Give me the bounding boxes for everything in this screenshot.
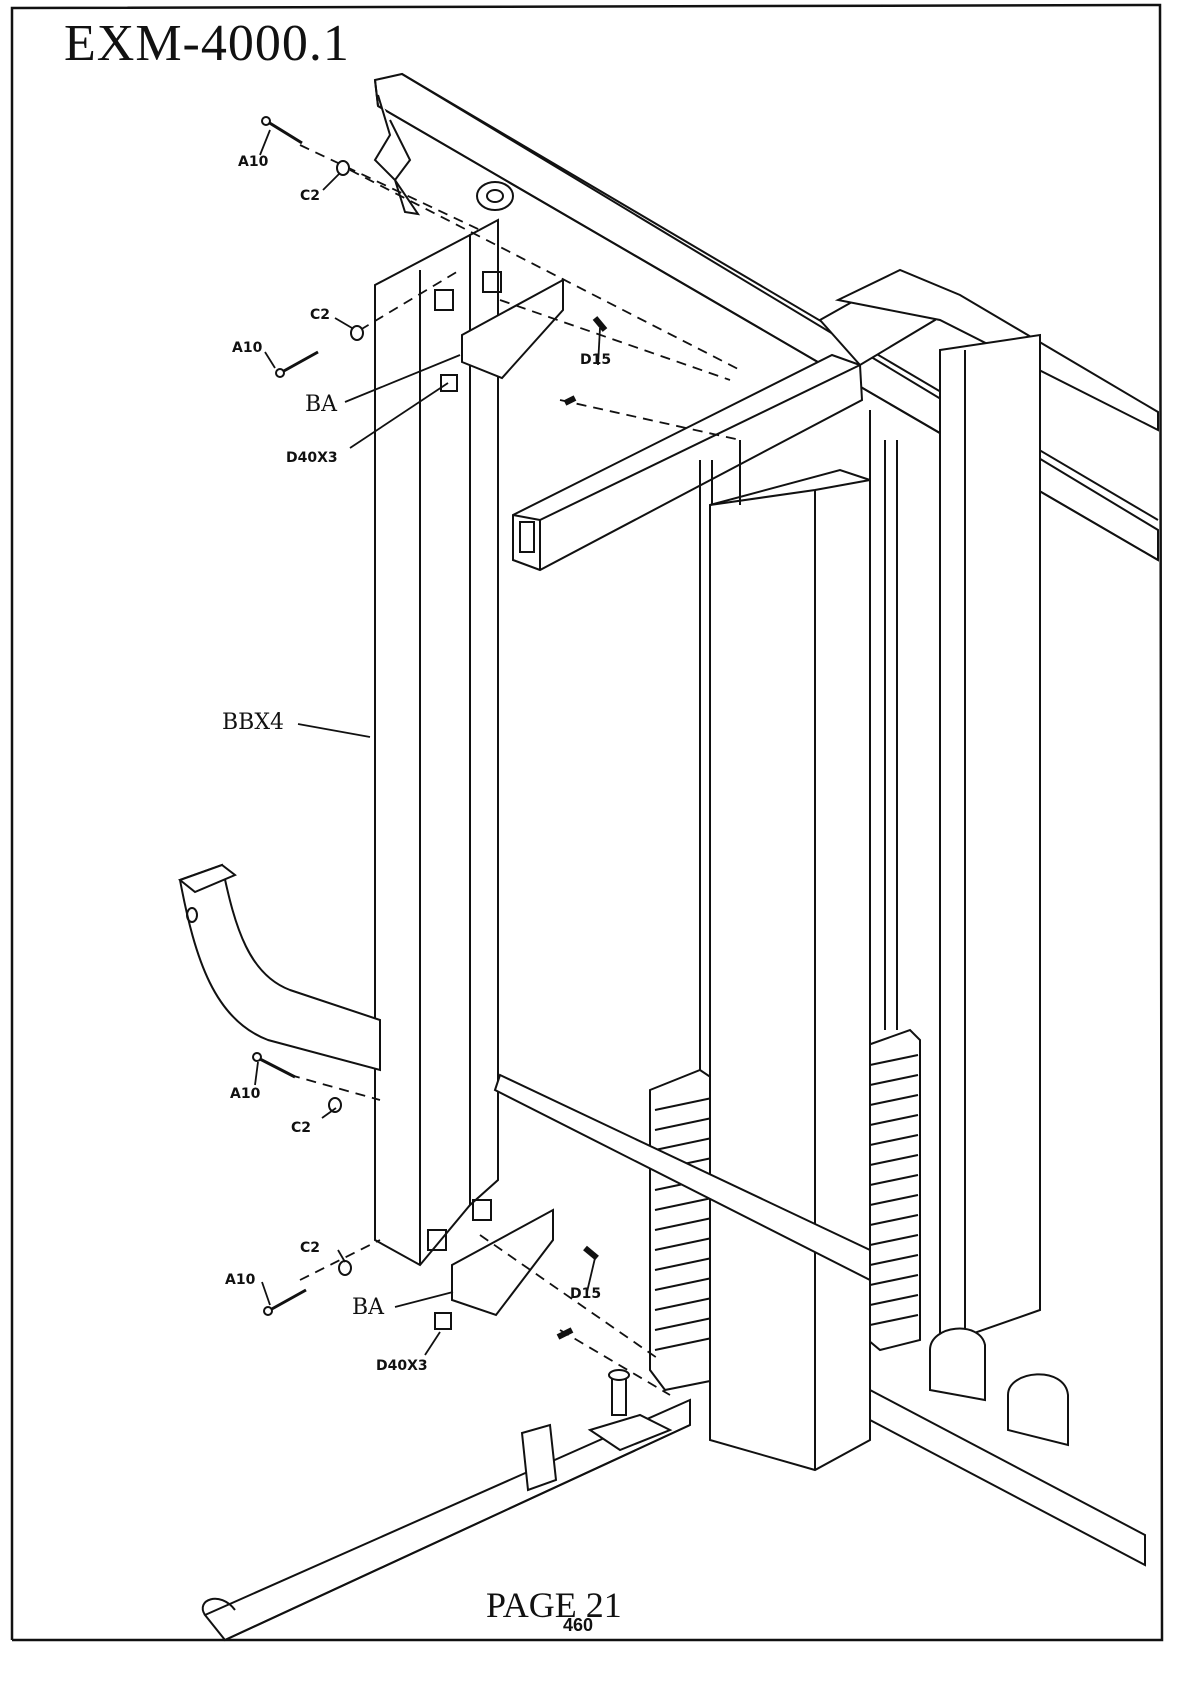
pulleys <box>930 1329 1068 1445</box>
callout-a10-bottom: A10 <box>225 1272 255 1288</box>
curved-arm-frame <box>180 865 380 1070</box>
callout-d15-upper: D15 <box>580 352 611 368</box>
front-center-column <box>710 410 870 1470</box>
callout-a10-top: A10 <box>238 154 268 170</box>
callout-a10-lower: A10 <box>230 1086 260 1102</box>
base-posts <box>203 1370 670 1615</box>
callout-d15-lower: D15 <box>570 1286 601 1302</box>
callout-c2-top: C2 <box>300 188 320 204</box>
callout-c2-bottom: C2 <box>300 1240 320 1256</box>
callout-c2-upper: C2 <box>310 307 330 323</box>
callout-c2-lower: C2 <box>291 1120 311 1136</box>
page-label: PAGE 21 <box>486 1584 622 1626</box>
callout-ba-upper: BA <box>305 392 337 417</box>
callout-d40x3-upper: D40X3 <box>286 450 338 466</box>
page-number-sub: 460 <box>563 1615 593 1636</box>
callout-bbx4: BBX4 <box>222 710 284 735</box>
callout-a10-upper: A10 <box>232 340 262 356</box>
weight-stack-right <box>868 1030 920 1350</box>
callout-ba-lower: BA <box>352 1295 384 1320</box>
roller-top <box>477 182 513 210</box>
model-title: EXM-4000.1 <box>64 14 350 73</box>
left-upright-panel <box>375 220 498 1265</box>
callout-d40x3-lower: D40X3 <box>376 1358 428 1374</box>
rear-upright-panel <box>940 335 1040 1345</box>
weight-stack-left <box>650 1070 715 1390</box>
